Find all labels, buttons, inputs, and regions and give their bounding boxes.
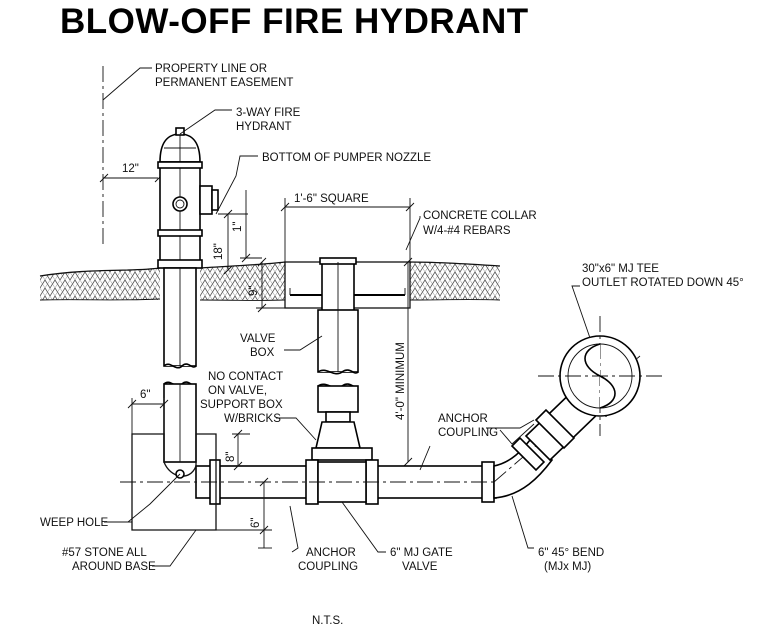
weep-hole-label: WEEP HOLE xyxy=(40,517,108,529)
stone-label-1: #57 STONE ALL xyxy=(62,547,147,559)
valve-box-label-2: BOX xyxy=(250,347,275,359)
hydrant-label-1: 3-WAY FIRE xyxy=(236,107,301,119)
bend-label-1: 6" 45° BEND xyxy=(538,547,604,559)
valve-box-label-1: VALVE xyxy=(240,333,276,345)
stone-base xyxy=(127,433,217,531)
anchor-coupling-right-2: COUPLING xyxy=(438,427,498,439)
mj-tee xyxy=(538,316,662,436)
bend-label-2: (MJx MJ) xyxy=(544,561,591,573)
no-contact-label-1: NO CONTACT xyxy=(208,371,283,383)
no-contact-label-3: SUPPORT BOX xyxy=(200,399,283,411)
valve-box xyxy=(311,257,373,461)
anchor-coupling-bottom-1: ANCHOR xyxy=(306,547,356,559)
dim-12-label: 12" xyxy=(122,163,139,175)
page-title: BLOW-OFF FIRE HYDRANT xyxy=(60,2,529,41)
property-line-label-2: PERMANENT EASEMENT xyxy=(155,77,293,89)
minimum-cover-dimension: 4'-0" MINIMUM xyxy=(395,257,413,467)
stone-width-dimension: 6" xyxy=(127,389,169,434)
property-line-label-1: PROPERTY LINE OR xyxy=(155,63,267,75)
dim-18-label: 18" xyxy=(213,243,225,260)
gate-valve-label-2: VALVE xyxy=(402,561,438,573)
dim-6-label: 6" xyxy=(250,518,262,528)
depth-9-dimension: 9" xyxy=(248,257,285,313)
dim-9-label: 9" xyxy=(248,286,260,296)
stone-width-label: 6" xyxy=(140,389,150,401)
ground-surface xyxy=(39,261,501,301)
scale-note: N.T.S. xyxy=(312,615,343,627)
tee-label-1: 30"x6" MJ TEE xyxy=(582,263,659,275)
hydrant-label-2: HYDRANT xyxy=(236,121,292,133)
pipe-clearance-dimensions: 8" 6" xyxy=(216,429,272,549)
anchor-coupling-right-1: ANCHOR xyxy=(438,413,488,425)
anchor-coupling-bottom-2: COUPLING xyxy=(298,561,358,573)
collar-label-2: W/4-#4 REBARS xyxy=(423,225,511,237)
square-dimension: 1'-6" SQUARE xyxy=(280,193,415,262)
square-label: 1'-6" SQUARE xyxy=(294,193,369,205)
no-contact-label-2: ON VALVE, xyxy=(208,385,267,397)
stone-label-2: AROUND BASE xyxy=(72,561,156,573)
offset-12-dimension: 12" xyxy=(99,163,164,183)
dim-1-label: 1" xyxy=(232,222,244,232)
pumper-nozzle-label: BOTTOM OF PUMPER NOZZLE xyxy=(262,152,431,164)
no-contact-label-4: W/BRICKS xyxy=(224,413,281,425)
tee-label-2: OUTLET ROTATED DOWN 45° xyxy=(582,277,744,289)
minimum-cover-label: 4'-0" MINIMUM xyxy=(395,342,407,420)
gate-valve-label-1: 6" MJ GATE xyxy=(390,547,453,559)
collar-label-1: CONCRETE COLLAR xyxy=(423,210,537,222)
dim-8-label: 8" xyxy=(225,452,237,462)
height-18-dimension: 18" 1" xyxy=(213,190,262,275)
fire-hydrant xyxy=(157,127,219,463)
